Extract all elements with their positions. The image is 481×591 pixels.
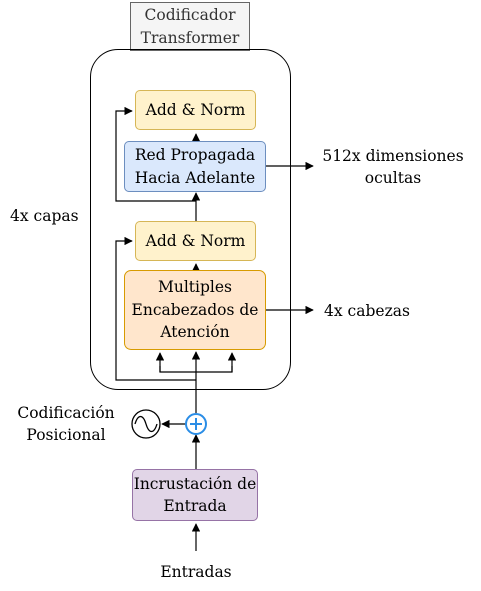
positional-line1: Codificación — [17, 404, 115, 422]
add-norm-bottom-block: Add & Norm — [135, 221, 256, 261]
add-norm-top-label: Add & Norm — [145, 100, 246, 119]
embedding-label-line2: Entrada — [163, 497, 227, 515]
hidden-dims-line2: ocultas — [364, 169, 422, 188]
embedding-label-line1: Incrustación de — [133, 474, 257, 493]
mha-label-line2: Encabezados de — [131, 300, 259, 319]
positional-line2: Posicional — [26, 426, 106, 445]
add-norm-top-block: Add & Norm — [135, 90, 256, 130]
sine-wave-icon — [131, 409, 161, 439]
encoder-title-line2: Transformer — [140, 28, 240, 47]
ffn-label-line2: Hacia Adelante — [134, 168, 256, 187]
mha-label-line3: Atención — [160, 323, 230, 342]
residual-connection-top — [115, 106, 196, 202]
encoder-layer-frame — [90, 49, 291, 390]
hidden-dims-label: 512x dimensiones ocultas — [318, 145, 468, 190]
layers-label: 4x capas — [10, 207, 79, 225]
encoder-title: Codificador Transformer — [130, 2, 250, 51]
positional-encoding-label: Codificación Posicional — [8, 402, 124, 447]
residual-connection-bottom — [115, 236, 196, 381]
adder-icon — [185, 413, 207, 435]
ffn-label-line1: Red Propagada — [134, 146, 256, 165]
mha-label-line1: Multiples — [157, 278, 232, 297]
encoder-title-line1: Codificador — [144, 6, 236, 25]
hidden-dims-line1: 512x dimensiones — [322, 147, 464, 165]
multi-head-attention-block: Multiples Encabezados de Atención — [124, 270, 266, 350]
input-embedding-block: Incrustación de Entrada — [132, 469, 258, 521]
heads-label: 4x cabezas — [324, 302, 410, 320]
feed-forward-block: Red Propagada Hacia Adelante — [124, 141, 266, 192]
add-norm-bottom-label: Add & Norm — [145, 231, 246, 250]
inputs-label: Entradas — [160, 563, 232, 581]
